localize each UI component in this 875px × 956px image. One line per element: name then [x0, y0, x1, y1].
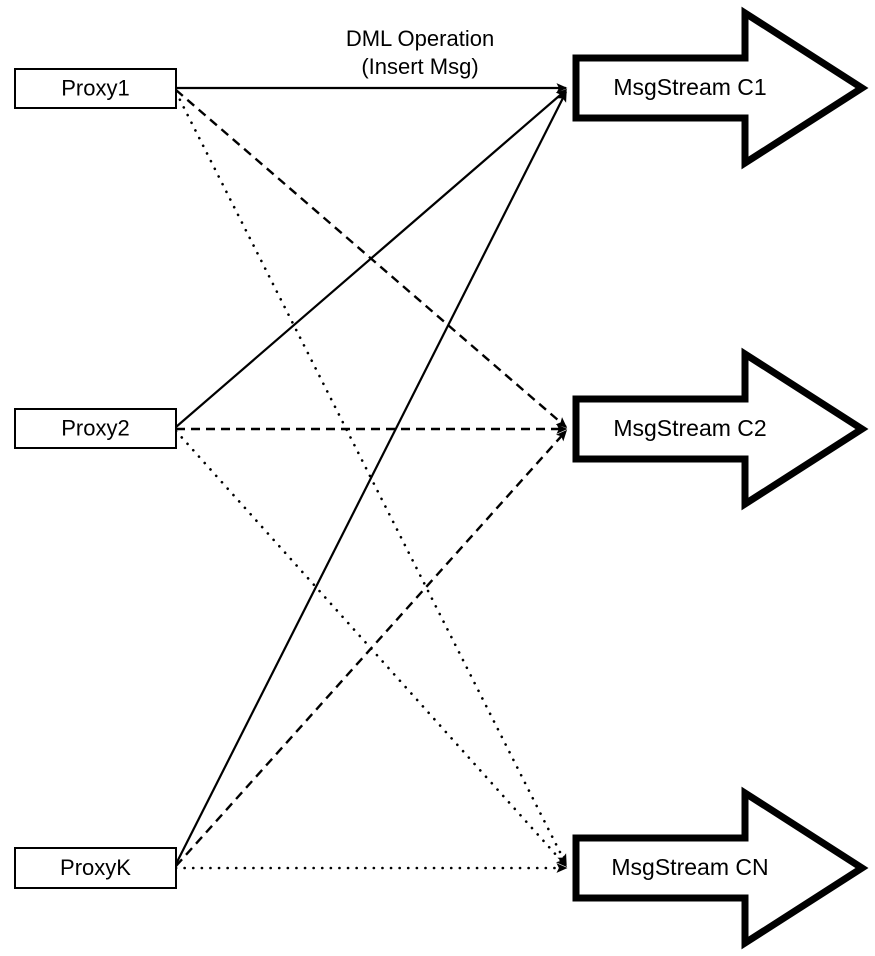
edge-proxy2-to-c1 — [175, 89, 568, 428]
dml-operation-label-line1: DML Operation — [346, 26, 494, 51]
msgstream-arrow-shape-msgstream-c2 — [572, 347, 869, 511]
proxy-node-proxyk[interactable]: ProxyK — [14, 847, 177, 889]
proxy-box-proxyk — [14, 847, 177, 889]
dml-operation-label-line2: (Insert Msg) — [361, 54, 478, 79]
proxy-node-proxy2[interactable]: Proxy2 — [14, 408, 177, 449]
proxy-label-proxyk: ProxyK — [60, 855, 131, 880]
edge-proxyk-to-c2 — [175, 429, 568, 867]
proxy-box-proxy1 — [14, 68, 177, 109]
edges-layer — [174, 83, 568, 873]
msgstream-node-msgstream-c2[interactable]: MsgStream C2 — [572, 347, 869, 511]
proxy-label-proxy2: Proxy2 — [61, 415, 129, 440]
msgstream-label-msgstream-cn: MsgStream CN — [611, 854, 768, 880]
proxy-box-proxy2 — [14, 408, 177, 449]
msgstream-label-msgstream-c2: MsgStream C2 — [613, 415, 766, 441]
msgstream-node-msgstream-cn[interactable]: MsgStream CN — [572, 786, 869, 950]
msgstream-arrow-shape-msgstream-c1 — [572, 6, 869, 170]
edge-proxyk-to-c1 — [175, 90, 567, 865]
msgstream-node-msgstream-c1[interactable]: MsgStream C1 — [572, 6, 869, 170]
msgstream-label-msgstream-c1: MsgStream C1 — [613, 74, 766, 100]
dml-operation-annotation: DML Operation (Insert Msg) — [346, 26, 494, 79]
msgstream-nodes-layer: MsgStream C1 MsgStream C2 MsgStream CN — [572, 6, 869, 950]
proxy-node-proxy1[interactable]: Proxy1 — [14, 68, 177, 109]
proxy-label-proxy1: Proxy1 — [61, 75, 129, 100]
msgstream-arrow-shape-msgstream-cn — [572, 786, 869, 950]
